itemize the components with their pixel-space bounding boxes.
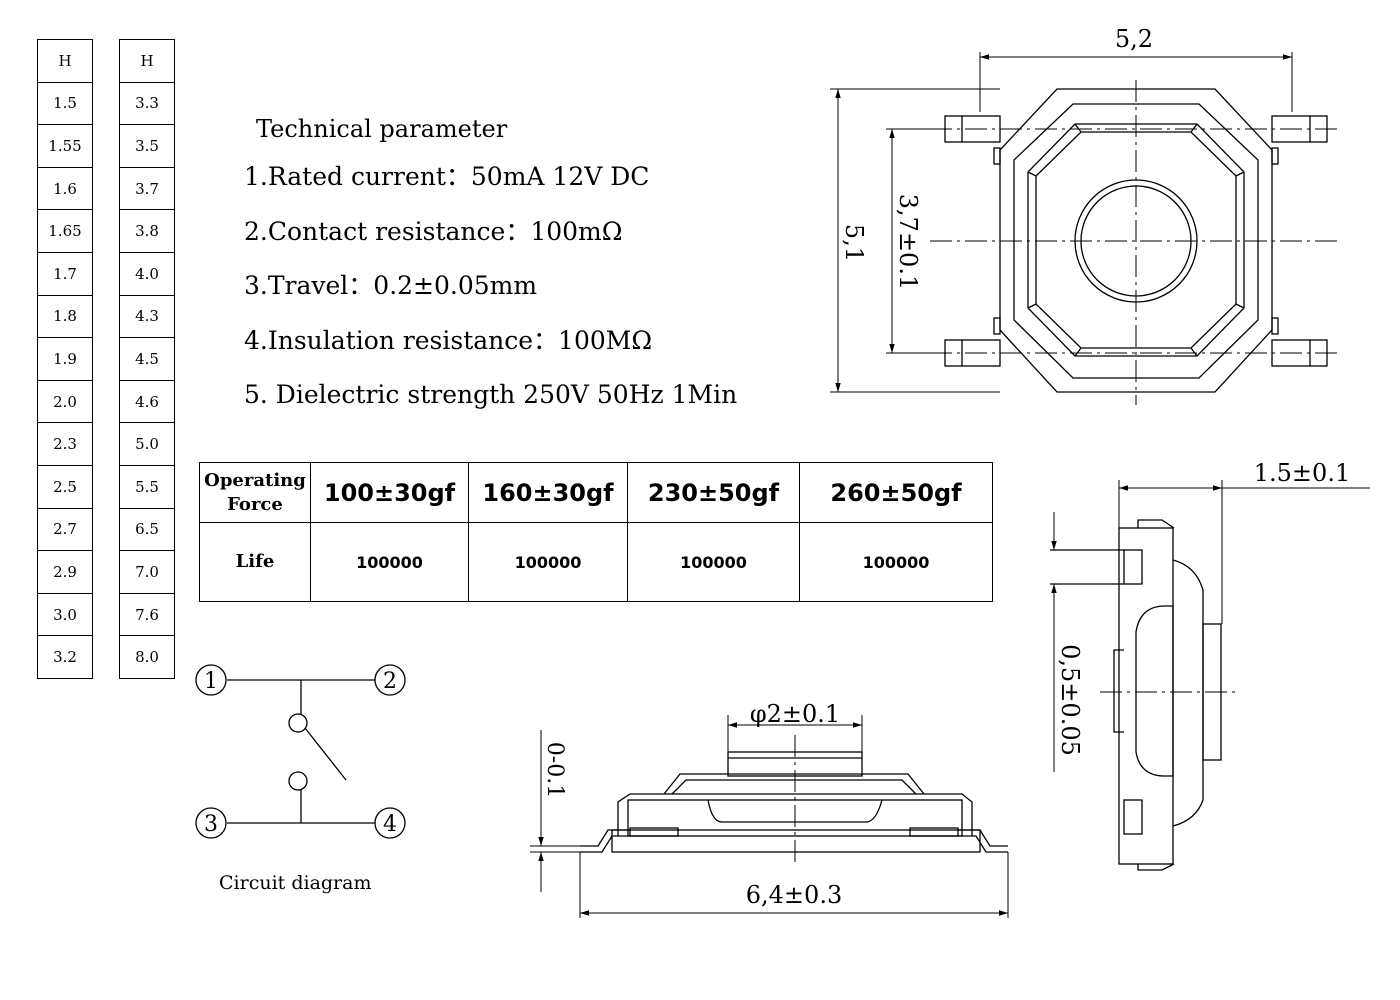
life-value: 100000 bbox=[799, 522, 993, 602]
terminal-3-label: 3 bbox=[204, 812, 218, 837]
dim-side-cap: φ2±0.1 bbox=[750, 700, 840, 728]
height-value: 2.3 bbox=[37, 422, 93, 466]
param-rated-current: 1.Rated current：50mA 12V DC bbox=[244, 162, 650, 191]
top-view-dimensions bbox=[830, 52, 1293, 393]
force-value: 260±50gf bbox=[799, 462, 993, 523]
table-header: H bbox=[37, 39, 93, 83]
dim-top-width: 5,2 bbox=[1115, 25, 1153, 53]
terminal-1 bbox=[195, 664, 227, 696]
right-view bbox=[1113, 519, 1222, 871]
dim-top-height: 5,1 bbox=[840, 224, 868, 262]
height-value: 5.5 bbox=[119, 464, 175, 509]
height-value: 6.5 bbox=[119, 507, 175, 552]
dim-side-width: 6,4±0.3 bbox=[746, 881, 842, 909]
height-value: 7.6 bbox=[119, 592, 175, 637]
height-value: 2.9 bbox=[37, 550, 93, 594]
terminal-3 bbox=[195, 807, 227, 839]
height-value: 3.0 bbox=[37, 592, 93, 637]
force-header: Operating Force bbox=[199, 462, 311, 523]
height-value: 2.5 bbox=[37, 464, 93, 509]
height-value: 2.0 bbox=[37, 379, 93, 424]
height-value: 4.0 bbox=[119, 251, 175, 296]
height-value: 2.7 bbox=[37, 507, 93, 552]
operating-force-table: Operating Force 100±30gf 160±30gf 230±50… bbox=[199, 462, 993, 602]
height-value: 1.8 bbox=[37, 294, 93, 339]
force-value: 230±50gf bbox=[627, 462, 800, 523]
height-value: 3.3 bbox=[119, 81, 175, 126]
height-value: 1.5 bbox=[37, 81, 93, 126]
top-view-centerlines bbox=[930, 80, 1340, 405]
terminal-4 bbox=[374, 807, 406, 839]
life-value: 100000 bbox=[627, 522, 800, 602]
height-value: 4.6 bbox=[119, 379, 175, 424]
life-value: 100000 bbox=[468, 522, 628, 602]
side-view bbox=[580, 751, 1008, 853]
param-contact-resistance: 2.Contact resistance：100mΩ bbox=[244, 216, 623, 246]
param-dielectric-strength: 5. Dielectric strength 250V 50Hz 1Min bbox=[244, 380, 738, 409]
technical-parameters: Technical parameter 1.Rated current：50mA… bbox=[244, 108, 737, 423]
terminal-2 bbox=[374, 664, 406, 696]
height-value: 8.0 bbox=[119, 635, 175, 679]
terminal-1-label: 1 bbox=[204, 669, 218, 694]
dim-right-lead: 0,5±0.05 bbox=[1056, 644, 1084, 756]
side-view-dimensions bbox=[530, 715, 1009, 918]
life-value: 100000 bbox=[310, 522, 469, 602]
height-value: 1.9 bbox=[37, 337, 93, 381]
circuit-caption: Circuit diagram bbox=[219, 872, 372, 894]
height-value: 3.2 bbox=[37, 635, 93, 679]
height-value: 5.0 bbox=[119, 422, 175, 466]
dim-top-inner: 3,7±0.1 bbox=[894, 194, 922, 290]
param-insulation-resistance: 4.Insulation resistance：100MΩ bbox=[244, 325, 653, 355]
dim-side-offset: 0-0.1 bbox=[542, 742, 567, 798]
height-value: 1.65 bbox=[37, 209, 93, 253]
right-view-lead bbox=[1050, 549, 1124, 585]
force-value: 100±30gf bbox=[310, 462, 469, 523]
right-view-dimensions bbox=[1051, 480, 1370, 772]
life-header: Life bbox=[199, 522, 311, 602]
terminal-4-label: 4 bbox=[383, 812, 397, 837]
height-value: 3.8 bbox=[119, 209, 175, 253]
technical-title: Technical parameter bbox=[256, 115, 508, 143]
height-value: 7.0 bbox=[119, 550, 175, 594]
dim-right-depth: 1.5±0.1 bbox=[1254, 459, 1350, 487]
param-travel: 3.Travel：0.2±0.05mm bbox=[244, 271, 538, 300]
circuit-diagram bbox=[227, 679, 375, 824]
height-value: 1.7 bbox=[37, 251, 93, 296]
terminal-2-label: 2 bbox=[383, 669, 397, 694]
height-value: 1.6 bbox=[37, 166, 93, 211]
table-header: H bbox=[119, 39, 175, 83]
